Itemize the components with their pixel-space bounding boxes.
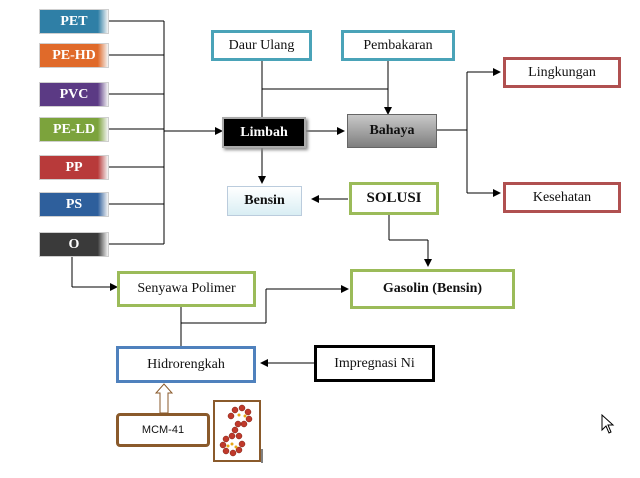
plastic-label: PP xyxy=(65,159,83,175)
node-senyawa-polimer: Senyawa Polimer xyxy=(117,271,256,307)
node-gasolin: Gasolin (Bensin) xyxy=(350,269,515,309)
node-label: Senyawa Polimer xyxy=(137,281,236,296)
plastic-label: PET xyxy=(60,13,88,29)
mouse-cursor-icon xyxy=(601,414,615,434)
plastic-o: O xyxy=(39,232,109,257)
plastic-pe-ld: PE-LD xyxy=(39,117,109,142)
node-label: Limbah xyxy=(240,124,288,140)
node-pembakaran: Pembakaran xyxy=(341,30,455,61)
plastic-pet: PET xyxy=(39,9,109,34)
node-label: Bahaya xyxy=(369,123,415,138)
node-hidrorengkah: Hidrorengkah xyxy=(116,346,256,383)
node-limbah: Limbah xyxy=(222,117,306,148)
plastic-label: PE-HD xyxy=(52,47,96,63)
plastic-pvc: PVC xyxy=(39,82,109,107)
node-label: SOLUSI xyxy=(366,190,422,206)
node-bensin: Bensin xyxy=(227,186,302,216)
molecule-icon xyxy=(219,404,253,457)
node-label: Hidrorengkah xyxy=(147,356,225,372)
node-label: Bensin xyxy=(244,193,285,208)
catalyst-structure-image xyxy=(213,400,261,462)
node-mcm41: MCM-41 xyxy=(116,413,210,447)
node-label: Kesehatan xyxy=(532,189,592,205)
plastic-pe-hd: PE-HD xyxy=(39,43,109,68)
node-label: Lingkungan xyxy=(528,64,596,80)
node-impregnasi-ni: Impregnasi Ni xyxy=(314,345,435,382)
node-label: Gasolin (Bensin) xyxy=(382,281,483,296)
node-bahaya: Bahaya xyxy=(347,114,437,148)
node-label: Daur Ulang xyxy=(228,37,295,53)
plastic-ps: PS xyxy=(39,192,109,217)
plastic-label: PS xyxy=(65,196,83,212)
plastic-label: O xyxy=(68,236,80,252)
node-label: Impregnasi Ni xyxy=(334,355,415,371)
plastic-pp: PP xyxy=(39,155,109,180)
node-daur-ulang: Daur Ulang xyxy=(211,30,312,61)
node-kesehatan: Kesehatan xyxy=(503,182,621,213)
node-label: Pembakaran xyxy=(363,37,433,53)
plastic-label: PE-LD xyxy=(53,121,95,137)
node-label: MCM-41 xyxy=(141,424,185,436)
plastic-label: PVC xyxy=(59,86,89,102)
node-solusi: SOLUSI xyxy=(349,182,439,215)
node-lingkungan: Lingkungan xyxy=(503,57,621,88)
